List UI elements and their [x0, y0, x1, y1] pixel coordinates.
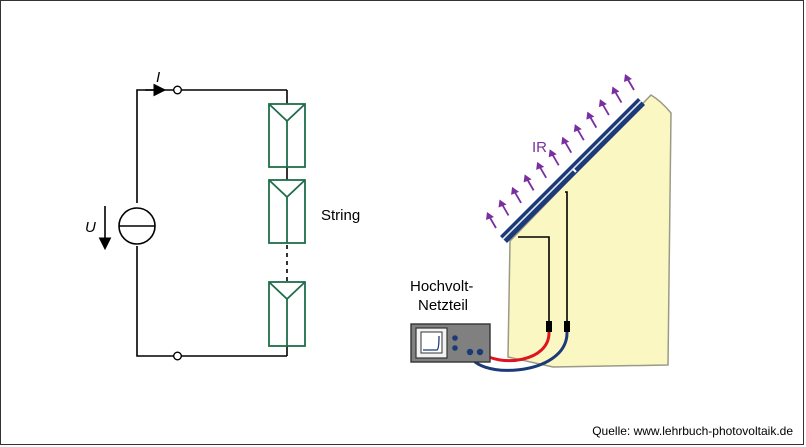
connector-right	[564, 321, 570, 332]
voltage-label: U	[85, 219, 96, 236]
ir-arrow	[536, 161, 547, 179]
terminal-top	[172, 85, 182, 95]
power-supply	[410, 323, 491, 363]
ir-arrow	[573, 124, 585, 141]
current-label: I	[156, 69, 160, 86]
module-leads	[518, 191, 568, 322]
socket-1	[466, 348, 474, 356]
ir-arrow	[611, 86, 623, 103]
ir-arrow	[486, 212, 497, 229]
pv-module-1	[268, 103, 306, 168]
pv-module-3	[268, 281, 306, 347]
ir-arrow	[598, 99, 610, 116]
socket-2	[476, 348, 484, 356]
knob-1	[452, 335, 458, 341]
circuit-diagram: I U String	[85, 69, 360, 361]
ir-arrow	[561, 136, 573, 154]
ir-arrow-group	[486, 74, 635, 229]
pv-module-2	[268, 179, 306, 244]
measurement-setup: IR Hochvolt- Netzteil	[410, 74, 672, 372]
connector-left	[546, 321, 552, 332]
ir-arrow	[548, 149, 560, 166]
ir-arrow	[624, 74, 635, 91]
roof-wall	[507, 94, 672, 368]
power-supply-label-line1: Hochvolt-	[410, 278, 473, 295]
string-label: String	[321, 207, 360, 224]
ir-arrow	[511, 186, 522, 204]
pv-panel	[500, 98, 645, 243]
circuit-wires	[136, 89, 288, 357]
power-supply-label-line2: Netzteil	[418, 297, 468, 314]
ir-arrow	[523, 174, 535, 191]
ir-label: IR	[532, 139, 547, 156]
terminal-bottom	[172, 351, 182, 361]
ir-arrow	[498, 199, 510, 216]
ir-arrow	[586, 111, 598, 129]
voltage-source-symbol	[118, 207, 156, 245]
knob-2	[452, 345, 458, 351]
source-credit: Quelle: www.lehrbuch-photovoltaik.de	[592, 424, 793, 438]
